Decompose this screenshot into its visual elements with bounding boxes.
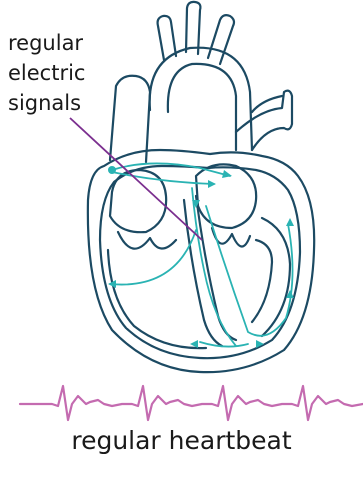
superior-vena-cava [110, 76, 150, 162]
signal-arrow-icon [286, 218, 294, 226]
signal-path-bottom [200, 342, 248, 347]
aortic-branch-middle [186, 2, 200, 54]
signal-path-right-branch [110, 230, 196, 285]
septum-right [196, 196, 236, 340]
aortic-arch-inner [168, 64, 236, 150]
callout-line-2: electric [8, 58, 85, 88]
ecg-trace [20, 386, 363, 420]
right-ventricle [108, 250, 206, 348]
septum-left [184, 200, 222, 346]
callout-pointer [70, 118, 202, 240]
sinoatrial-node [108, 166, 116, 174]
callout-line-3: signals [8, 88, 85, 118]
pulmonary-artery [236, 91, 292, 150]
callout-line-1: regular [8, 28, 85, 58]
signal-arrow-icon [222, 170, 232, 178]
heart-inner-wall [100, 166, 300, 358]
tricuspid-valve [118, 232, 176, 249]
callout-label: regular electric signals [8, 28, 85, 118]
signal-arrow-icon [208, 180, 216, 188]
left-ventricle-inner [252, 240, 272, 322]
diagram-caption: regular heartbeat [0, 426, 363, 455]
